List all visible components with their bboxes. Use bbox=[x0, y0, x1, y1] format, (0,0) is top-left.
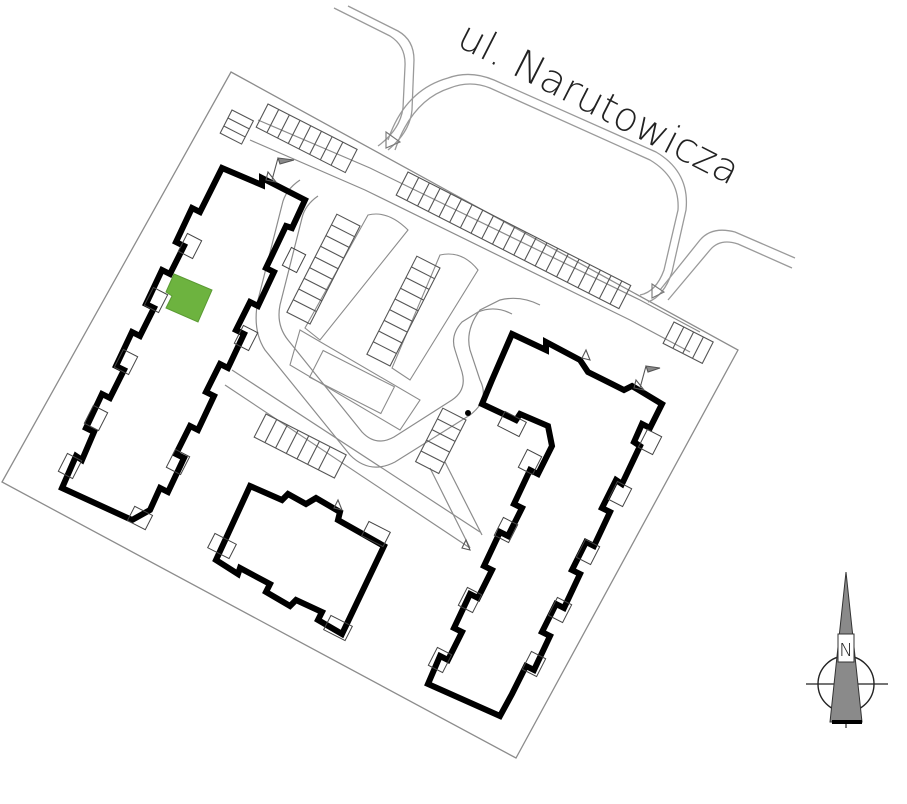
parking-stalls bbox=[219, 103, 714, 479]
building-bottom-small bbox=[212, 482, 388, 639]
building-left-long bbox=[58, 164, 309, 524]
entry-arrows bbox=[385, 130, 666, 299]
building-right-long bbox=[424, 329, 666, 720]
selected-apartment[interactable] bbox=[165, 273, 213, 323]
street-lines bbox=[333, 5, 796, 303]
entrance-markers bbox=[265, 157, 661, 551]
internal-roads bbox=[224, 119, 701, 549]
street-label: ul. Narutowicza bbox=[450, 13, 747, 195]
building-balconies bbox=[57, 232, 663, 678]
compass-letter: N bbox=[839, 640, 852, 661]
central-parking bbox=[289, 213, 479, 431]
site-boundary bbox=[1, 71, 739, 759]
north-arrow: N bbox=[806, 571, 888, 728]
buildings bbox=[58, 164, 666, 720]
point-marker bbox=[465, 410, 471, 416]
